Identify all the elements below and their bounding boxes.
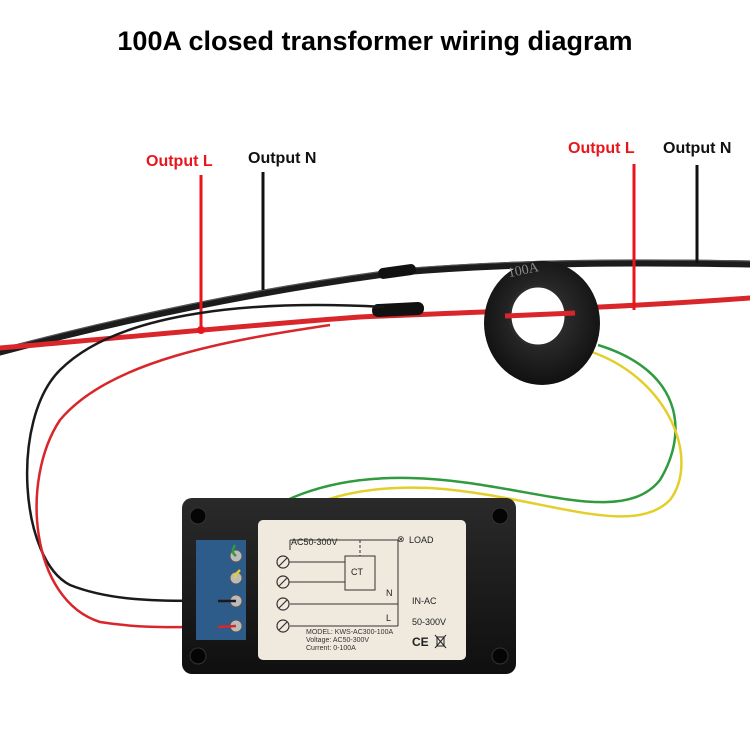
- current-transformer: 100A: [484, 260, 600, 385]
- left-output-l-junction: [197, 326, 205, 334]
- meter-module: AC50-300V ⊗ LOAD CT N IN-AC L 50-300V MO…: [182, 498, 516, 674]
- label-load: LOAD: [409, 535, 434, 545]
- label-current: Current: 0-100A: [306, 645, 356, 652]
- line-through-ring: [504, 310, 576, 319]
- main-line-cable: [0, 295, 750, 351]
- diagram-title: 100A closed transformer wiring diagram: [117, 26, 633, 56]
- label-in-ac: IN-AC: [412, 596, 437, 606]
- line-splice: [372, 301, 425, 318]
- label-schematic: [289, 539, 399, 627]
- label-voltage: Voltage: AC50-300V: [306, 637, 369, 644]
- label-ct: CT: [351, 567, 363, 577]
- transformer-marking: 100A: [507, 260, 541, 281]
- right-output-l-label: Output L: [568, 140, 635, 157]
- label-ce-mark: CE: [412, 635, 429, 649]
- label-model: MODEL: KWS-AC300-100A: [306, 629, 393, 636]
- ct-green-wire: [233, 343, 677, 546]
- label-load-symbol: ⊗: [397, 534, 405, 544]
- red-terminal-lead: [217, 624, 237, 629]
- terminal-screws: [229, 549, 243, 633]
- green-terminal-lead: [231, 544, 237, 557]
- label-supply: AC50-300V: [291, 537, 338, 547]
- module-black-wire: [25, 303, 385, 603]
- label-voltage-range: 50-300V: [412, 617, 446, 627]
- module-red-wire: [35, 323, 331, 629]
- label-l: L: [386, 613, 391, 623]
- weee-bin-icon: [434, 634, 447, 649]
- left-output-l-label: Output L: [146, 153, 213, 170]
- left-output-n-label: Output N: [248, 150, 316, 167]
- neutral-splice: [378, 264, 417, 279]
- label-n: N: [386, 588, 393, 598]
- yellow-terminal-lead: [233, 569, 241, 579]
- right-output-n-label: Output N: [663, 140, 731, 157]
